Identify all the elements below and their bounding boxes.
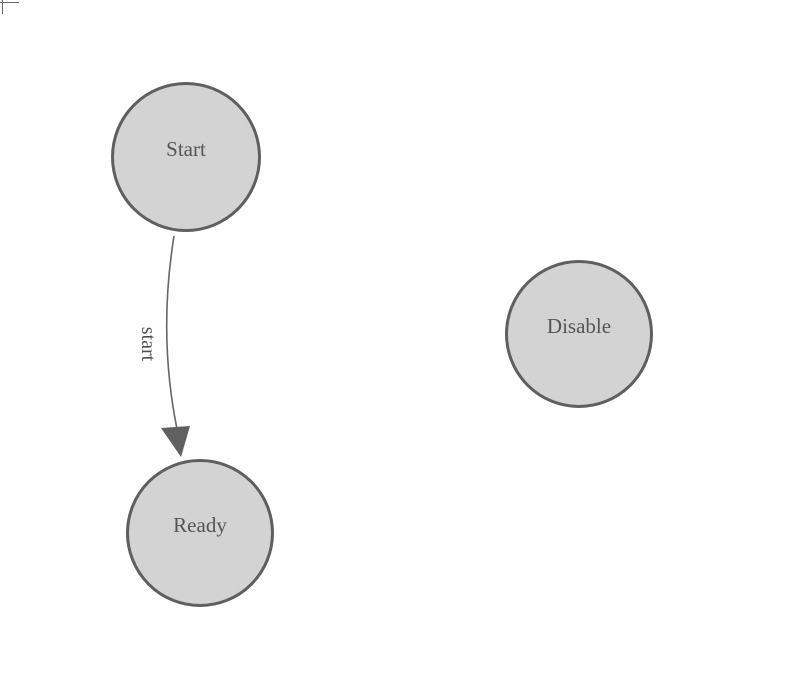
transition-arrowhead-icon (161, 426, 190, 457)
canvas-corner-mark-horizontal (0, 2, 19, 3)
state-node-ready[interactable]: Ready (126, 459, 274, 607)
state-node-start-label: Start (166, 136, 206, 161)
canvas-corner-mark-vertical (2, 0, 3, 14)
transition-label-start[interactable]: start (137, 326, 159, 362)
state-node-disable-label: Disable (546, 313, 612, 338)
state-node-ready-label: Ready (173, 512, 227, 537)
transition-edge-start-to-ready[interactable] (165, 235, 178, 430)
state-node-disable[interactable]: Disable (505, 260, 653, 408)
canvas-corner-mark (0, 0, 20, 16)
state-node-start[interactable]: Start (111, 82, 261, 232)
